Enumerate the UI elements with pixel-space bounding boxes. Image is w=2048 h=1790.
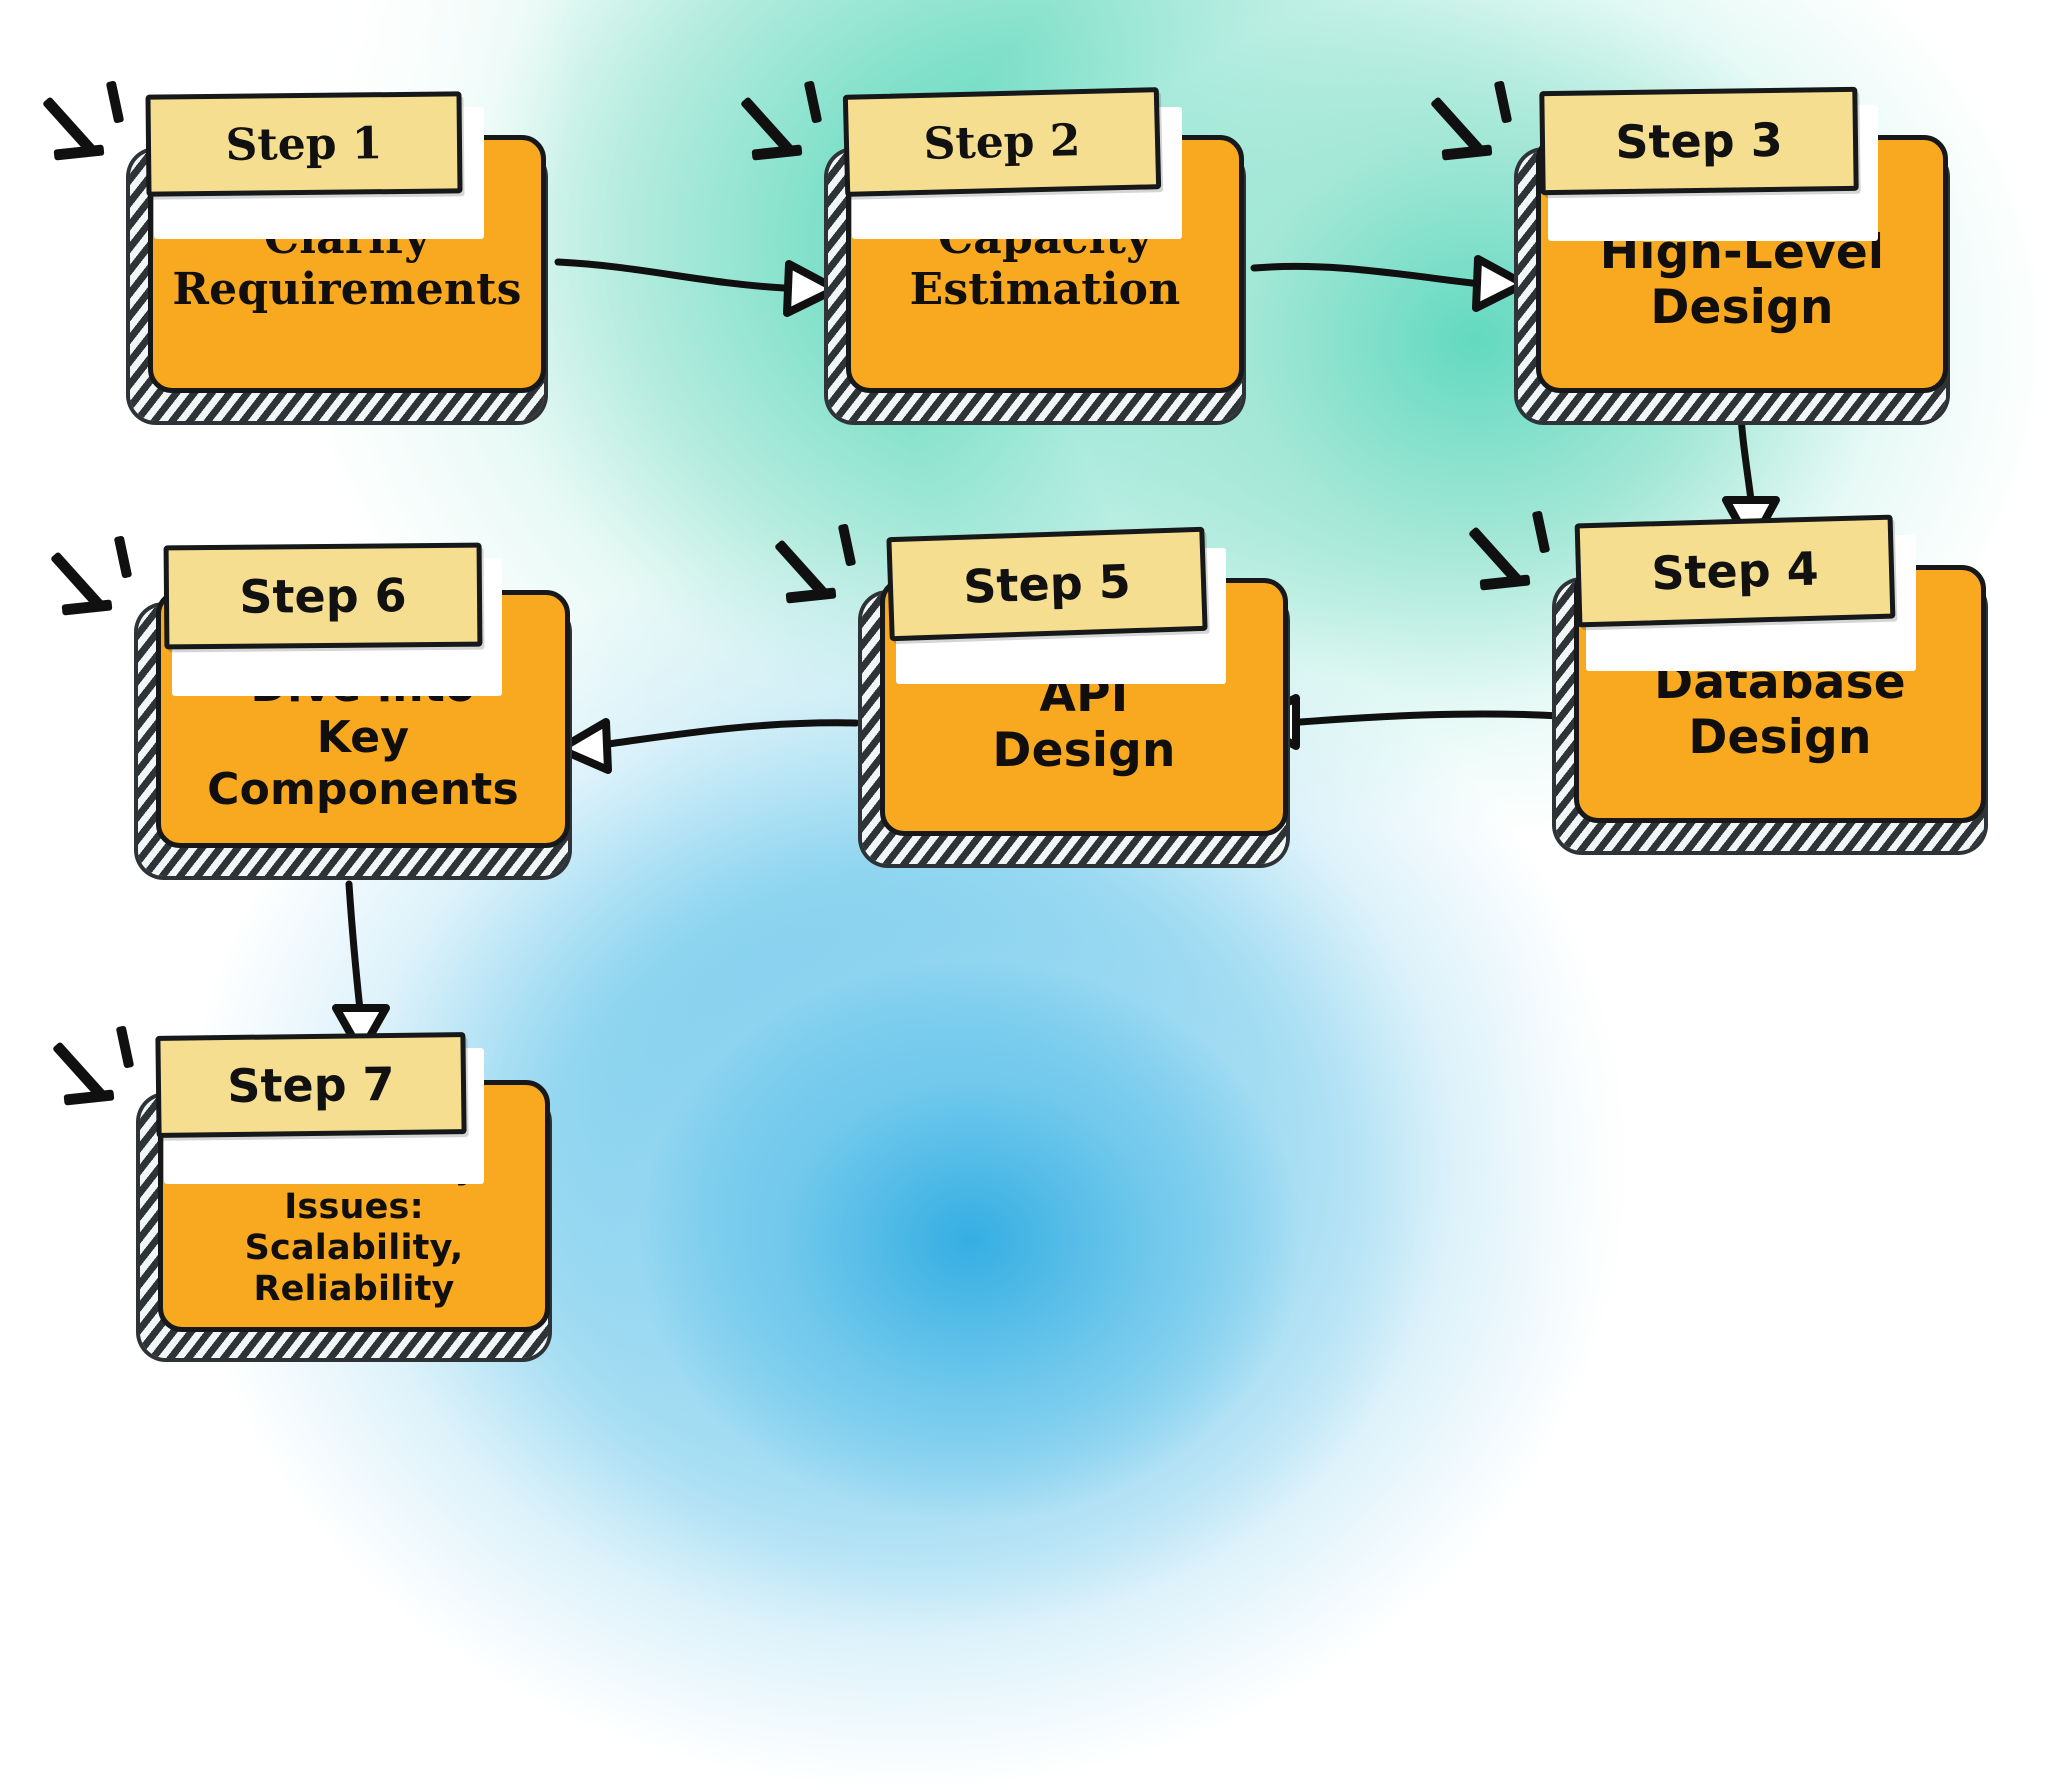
node-step7-sparkle: [51, 1025, 158, 1118]
node-step2-sparkle: [739, 80, 846, 173]
node-step4-tab[interactable]: Step 4: [1574, 514, 1896, 628]
node-step2[interactable]: Capacity Estimation Step 2: [739, 80, 1258, 425]
node-step6-line2: Key Components: [207, 712, 519, 815]
node-step1-line2: Requirements: [172, 264, 522, 315]
node-step3-sparkle: [1429, 80, 1536, 173]
node-step5-line2: Design: [992, 723, 1176, 778]
node-step3-tab[interactable]: Step 3: [1539, 86, 1859, 196]
node-step4-tab-label: Step 4: [1650, 541, 1820, 601]
node-step5[interactable]: API Design Step 5: [773, 523, 1304, 868]
node-step1-tab[interactable]: Step 1: [145, 91, 463, 197]
node-step1-sparkle: [41, 80, 148, 173]
node-step5-sparkle: [773, 523, 880, 616]
node-step1[interactable]: Clarify Requirements Step 1: [41, 80, 560, 425]
node-step6-tab-label: Step 6: [239, 568, 407, 624]
node-step4-line2: Design: [1688, 710, 1872, 765]
node-step7[interactable]: Address Key Issues: Scalability, Reliabi…: [51, 1025, 564, 1370]
node-step3-tab-label: Step 3: [1614, 112, 1784, 170]
node-step2-tab[interactable]: Step 2: [842, 87, 1162, 197]
node-step6-tab[interactable]: Step 6: [163, 542, 483, 650]
node-step3[interactable]: High-Level Design Step 3: [1429, 80, 1963, 425]
node-step6[interactable]: Dive into Key Components Step 6: [49, 535, 586, 880]
node-step6-sparkle: [49, 535, 156, 628]
node-step4[interactable]: Database Design Step 4: [1467, 510, 2001, 855]
node-step4-sparkle: [1467, 510, 1574, 603]
node-step2-tab-label: Step 2: [922, 114, 1081, 170]
background-wash-blue-core: [520, 860, 1420, 1620]
node-step7-line2: Scalability, Reliability: [244, 1228, 464, 1309]
node-step3-line2: Design: [1650, 280, 1834, 335]
node-step5-tab-label: Step 5: [962, 554, 1132, 614]
node-step2-line2: Estimation: [909, 264, 1181, 315]
node-step1-tab-label: Step 1: [225, 117, 383, 171]
node-step7-tab[interactable]: Step 7: [155, 1032, 467, 1138]
node-step5-tab[interactable]: Step 5: [886, 526, 1208, 642]
node-step7-tab-label: Step 7: [227, 1056, 395, 1114]
